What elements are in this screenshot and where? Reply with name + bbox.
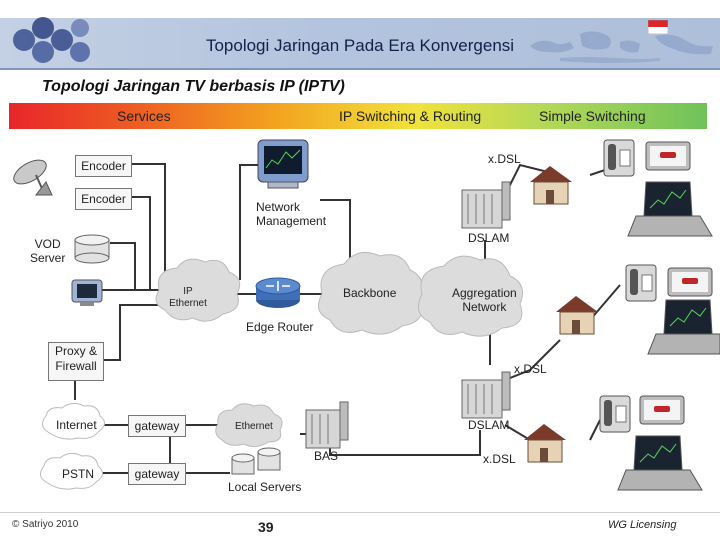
- aggregation-network-cloud: [417, 255, 523, 337]
- xdsl-top-label: x.DSL: [488, 152, 521, 166]
- dslam-top-icon: [461, 181, 511, 229]
- network-management-label: Network Management: [256, 200, 327, 228]
- footer-copyright: © Satriyo 2010: [12, 519, 79, 530]
- house-icon-top: [530, 166, 572, 205]
- footer-divider: [0, 512, 720, 513]
- footer-brand: WG Licensing: [608, 519, 677, 531]
- backbone-cloud: [317, 251, 423, 335]
- gateway-box-1: gateway: [128, 415, 186, 437]
- encoder-box-1: Encoder: [75, 155, 132, 177]
- flag-icon: [648, 20, 668, 34]
- satellite-dish-icon: [13, 159, 53, 196]
- ethernet-cloud: [215, 403, 283, 448]
- monitor-icon: [71, 279, 103, 306]
- backbone-label: Backbone: [343, 286, 397, 300]
- pstn-label: PSTN: [62, 467, 95, 481]
- vod-server-label: VOD Server: [30, 237, 66, 265]
- edge-router-label: Edge Router: [246, 320, 314, 334]
- slide-header: Topologi Jaringan Pada Era Konvergensi: [0, 0, 720, 70]
- band-label-ip-switching: IP Switching & Routing: [339, 108, 482, 124]
- header-title: Topologi Jaringan Pada Era Konvergensi: [205, 36, 515, 55]
- house-icon-bottom: [524, 424, 566, 463]
- telephone-icon-bottom: [599, 395, 631, 433]
- internet-cloud: [42, 402, 105, 440]
- telephone-icon-top: [603, 139, 635, 177]
- ip-ethernet-label: IP Ethernet: [169, 286, 207, 309]
- xdsl-middle-label: x.DSL: [514, 362, 547, 376]
- gateway-box-2: gateway: [128, 463, 186, 485]
- laptop-icon-top: [627, 181, 713, 237]
- ethernet-label: Ethernet: [235, 421, 273, 432]
- vod-server-icon: [74, 234, 110, 264]
- network-management-computer-icon: [257, 139, 309, 189]
- local-servers-label: Local Servers: [228, 480, 302, 494]
- band-label-services: Services: [117, 108, 171, 124]
- telephone-icon-middle: [625, 264, 657, 302]
- archipelago-map-icon: [530, 31, 713, 63]
- dslam-bottom-label: DSLAM: [468, 418, 510, 432]
- tv-icon-top: [645, 141, 691, 171]
- dslam-bottom-icon: [461, 371, 511, 419]
- header-divider: [0, 68, 720, 70]
- tv-icon-middle: [667, 267, 713, 297]
- edge-router-icon: [255, 277, 301, 308]
- globes-logo-icon: [13, 17, 90, 63]
- bas-label: BAS: [314, 449, 339, 463]
- local-servers-icon: [231, 447, 281, 475]
- encoder-box-2: Encoder: [75, 188, 132, 210]
- band-label-simple-switching: Simple Switching: [539, 108, 646, 124]
- laptop-icon-middle: [647, 299, 720, 355]
- tv-icon-bottom: [639, 395, 685, 425]
- dslam-top-label: DSLAM: [468, 231, 510, 245]
- laptop-icon-bottom: [617, 435, 703, 491]
- house-icon-middle: [556, 296, 598, 335]
- slide-subtitle: Topologi Jaringan TV berbasis IP (IPTV): [42, 78, 345, 95]
- aggregation-network-label: Aggregation Network: [452, 286, 517, 314]
- ip-ethernet-cloud: [155, 258, 241, 322]
- layer-gradient-bar: Services IP Switching & Routing Simple S…: [9, 103, 707, 129]
- pstn-cloud: [40, 452, 103, 490]
- bas-icon: [305, 401, 349, 449]
- xdsl-bottom-label: x.DSL: [483, 452, 516, 466]
- proxy-firewall-box: Proxy & Firewall: [48, 342, 104, 381]
- page-number: 39: [258, 519, 274, 535]
- internet-label: Internet: [56, 418, 97, 432]
